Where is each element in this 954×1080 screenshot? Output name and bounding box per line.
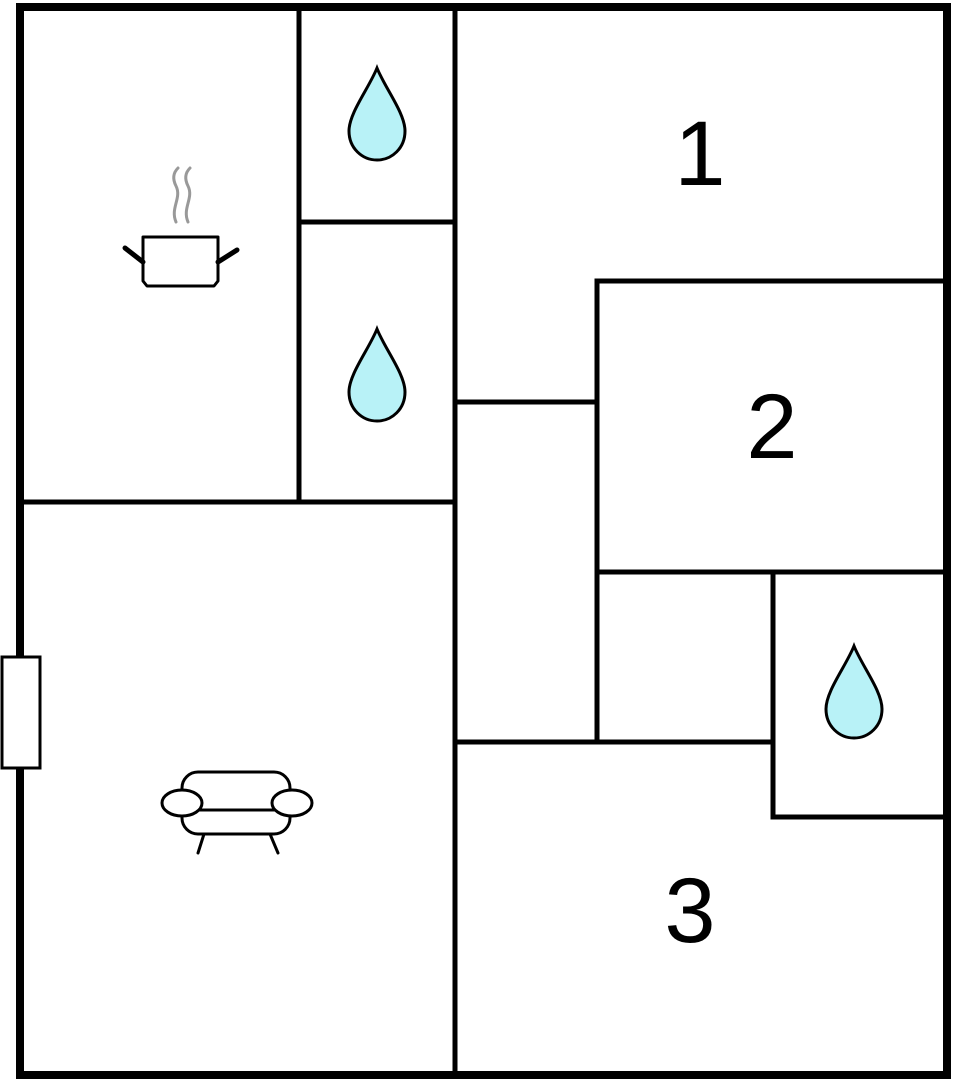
water-drop-icon xyxy=(347,63,407,162)
room-number-3: 3 xyxy=(664,860,715,962)
room-number-1: 1 xyxy=(674,103,725,205)
sofa-icon xyxy=(160,770,314,855)
outer-wall xyxy=(16,3,951,1079)
water-drop-icon xyxy=(347,324,407,423)
cooking-pot-icon xyxy=(122,166,240,288)
interior-walls xyxy=(17,4,950,1078)
door-icon xyxy=(0,655,42,770)
room-number-2: 2 xyxy=(746,376,797,478)
water-drop-icon xyxy=(824,641,884,740)
